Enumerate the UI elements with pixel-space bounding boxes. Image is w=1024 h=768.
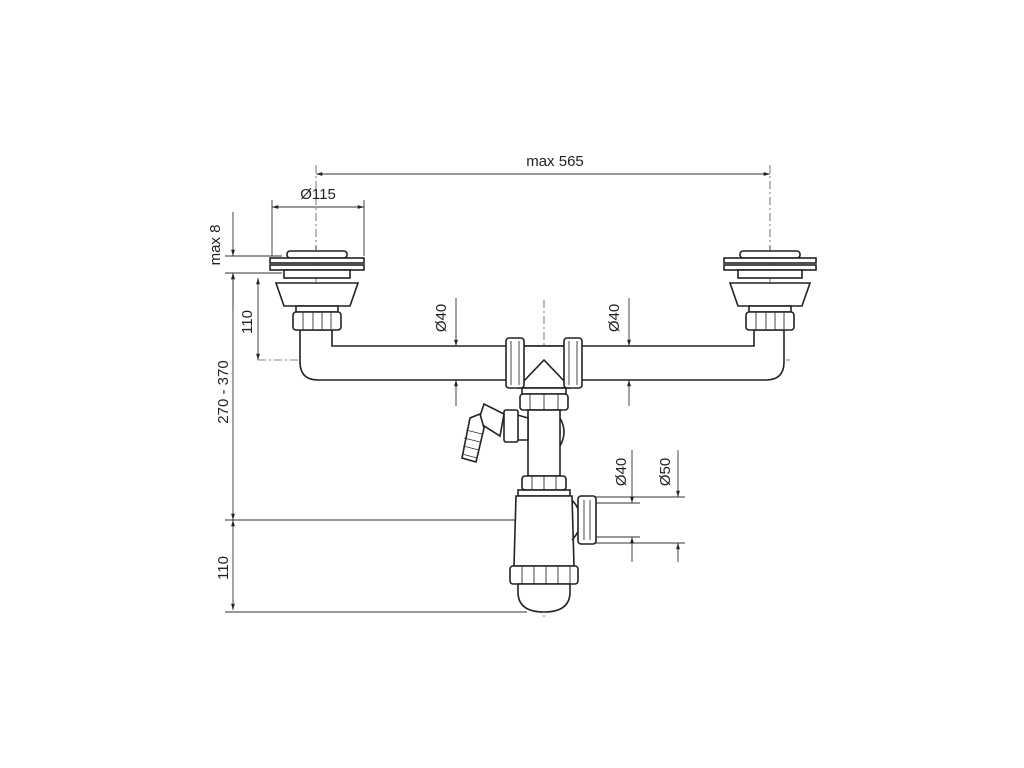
dimension-max-spacing: max 565 bbox=[316, 153, 770, 176]
dimension-pipe-left: Ø40 bbox=[433, 298, 458, 406]
svg-text:Ø50: Ø50 bbox=[657, 458, 674, 486]
svg-text:Ø40: Ø40 bbox=[433, 304, 450, 332]
dimension-basket-depth: 110 bbox=[239, 278, 260, 360]
svg-text:Ø40: Ø40 bbox=[606, 304, 623, 332]
svg-text:Ø115: Ø115 bbox=[300, 186, 336, 203]
dimension-pipe-right: Ø40 bbox=[606, 298, 631, 406]
right-strainer-basket bbox=[723, 246, 817, 331]
svg-text:270 - 370: 270 - 370 bbox=[215, 360, 232, 423]
bottle-trap bbox=[509, 475, 597, 613]
tee-junction bbox=[505, 337, 583, 395]
dimension-outlet: Ø40 Ø50 bbox=[595, 450, 685, 562]
dimension-basket-diameter: Ø115 bbox=[271, 186, 365, 256]
vertical-pipe bbox=[519, 393, 569, 477]
dimension-trap-height: 270 - 370 bbox=[215, 273, 515, 521]
left-strainer-basket bbox=[269, 246, 365, 331]
svg-text:max 8: max 8 bbox=[207, 225, 224, 266]
svg-text:Ø40: Ø40 bbox=[613, 458, 630, 486]
svg-text:110: 110 bbox=[215, 556, 232, 580]
hose-connector bbox=[461, 402, 529, 463]
dimension-bottom-height: 110 bbox=[215, 520, 527, 613]
svg-text:110: 110 bbox=[239, 310, 256, 334]
svg-text:max 565: max 565 bbox=[526, 153, 584, 170]
